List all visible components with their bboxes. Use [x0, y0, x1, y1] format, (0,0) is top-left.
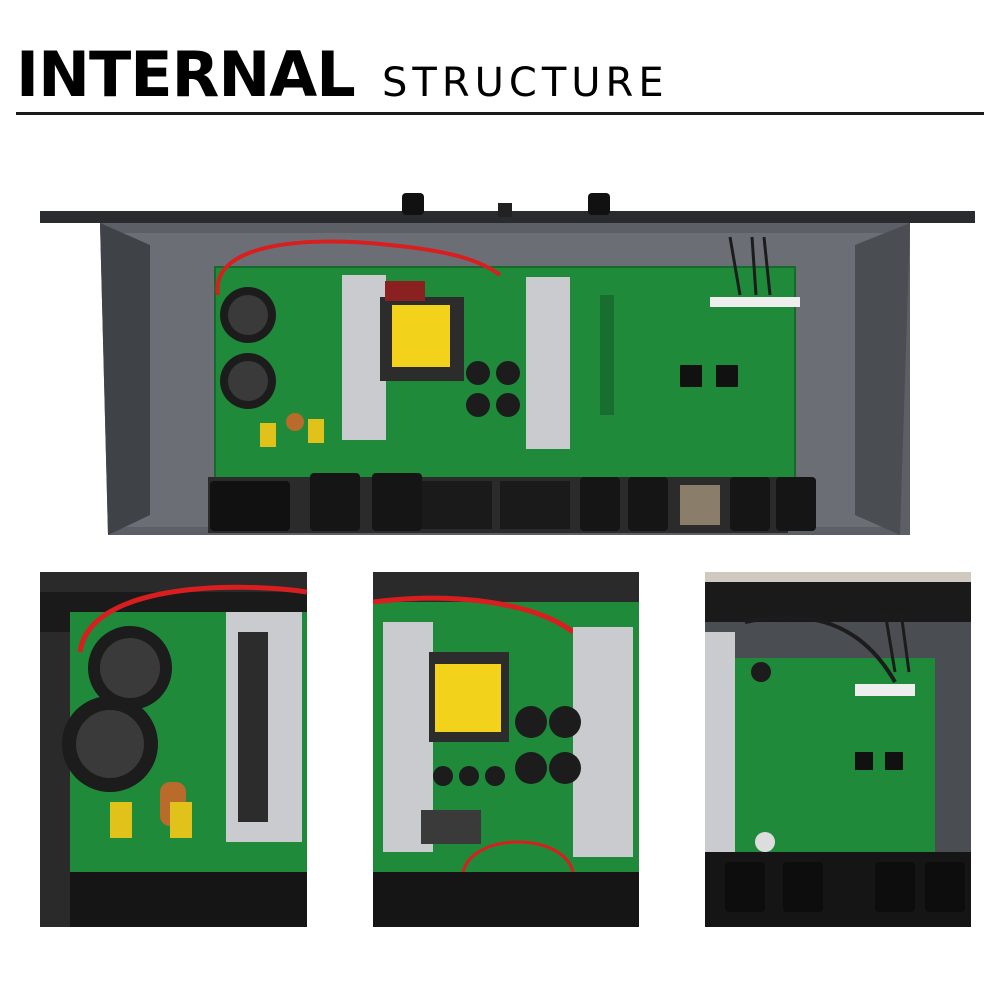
title-bold: INTERNAL: [16, 38, 356, 111]
main-internal-photo: [40, 185, 975, 540]
title-light: STRUCTURE: [382, 60, 669, 106]
detail-photo-power-caps: [40, 572, 307, 927]
detail-photo-transformer: [373, 572, 639, 927]
title-divider: [16, 112, 984, 115]
detail-photo-input-board: [705, 572, 971, 927]
